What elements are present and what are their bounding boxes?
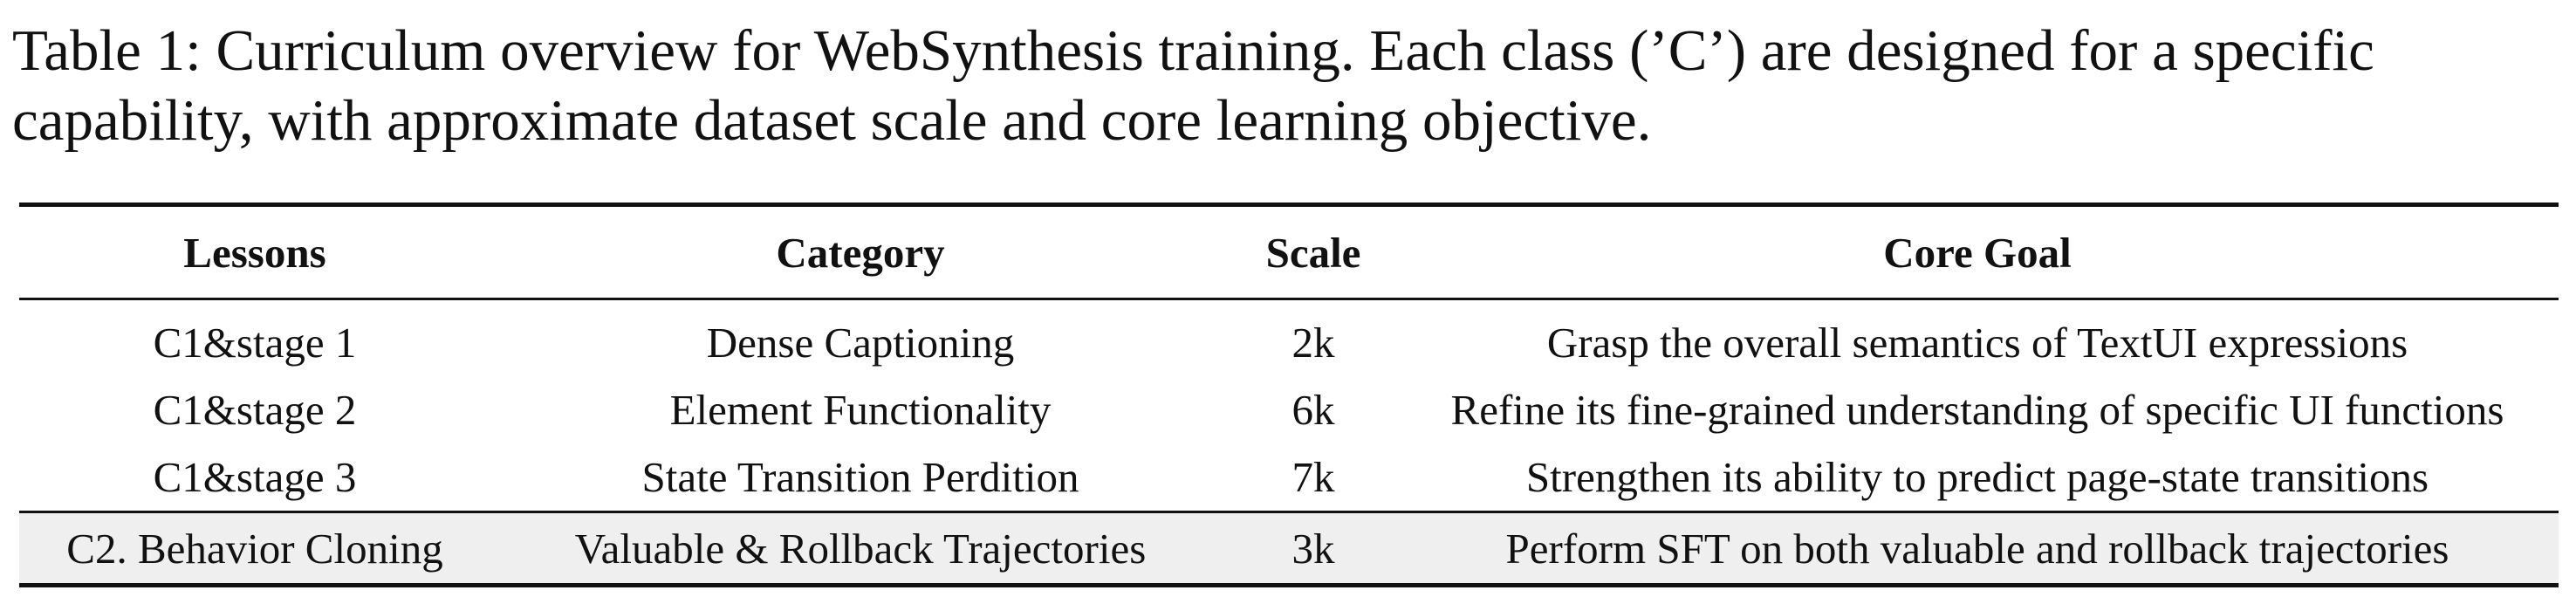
caption-line-2: capability, with approximate dataset sca… [12, 88, 1652, 153]
cell-scale: 6k [1291, 386, 1335, 434]
table-row-highlighted: C2. Behavior Cloning Valuable & Rollback… [19, 511, 2559, 586]
cell-core-goal: Perform SFT on both valuable and rollbac… [1505, 524, 2449, 573]
cell-core-goal: Grasp the overall semantics of TextUI ex… [1546, 319, 2408, 367]
cell-core-goal: Strengthen its ability to predict page-s… [1525, 453, 2429, 501]
header-scale: Scale [1265, 228, 1361, 277]
header-category: Category [776, 228, 945, 277]
cell-scale: 3k [1291, 524, 1335, 573]
table-header-row: Lessons Category Scale Core Goal [19, 204, 2559, 299]
table-row: C1&stage 3 State Transition Perdition 7k… [19, 443, 2559, 512]
cell-lessons: C2. Behavior Cloning [66, 524, 443, 573]
table-caption: Table 1: Curriculum overview for WebSynt… [12, 16, 2569, 155]
cell-category: Dense Captioning [706, 319, 1015, 367]
cell-scale: 2k [1291, 319, 1335, 367]
cell-scale: 7k [1291, 453, 1335, 501]
cell-lessons: C1&stage 3 [153, 453, 357, 501]
table-row: C1&stage 2 Element Functionality 6k Refi… [19, 376, 2559, 443]
caption-line-1: Table 1: Curriculum overview for WebSynt… [12, 18, 2374, 83]
cell-category: Element Functionality [669, 386, 1052, 434]
cell-lessons: C1&stage 2 [153, 386, 357, 434]
cell-core-goal: Refine its fine-grained understanding of… [1450, 386, 2504, 434]
cell-category: Valuable & Rollback Trajectories [574, 524, 1147, 573]
curriculum-table: Lessons Category Scale Core Goal C1&stag… [19, 203, 2559, 587]
header-lessons: Lessons [183, 228, 326, 277]
cell-category: State Transition Perdition [641, 453, 1079, 501]
cell-lessons: C1&stage 1 [153, 319, 357, 367]
header-core-goal: Core Goal [1883, 228, 2072, 277]
curriculum-table-container: Lessons Category Scale Core Goal C1&stag… [19, 203, 2559, 587]
table-row: C1&stage 1 Dense Captioning 2k Grasp the… [19, 299, 2559, 377]
